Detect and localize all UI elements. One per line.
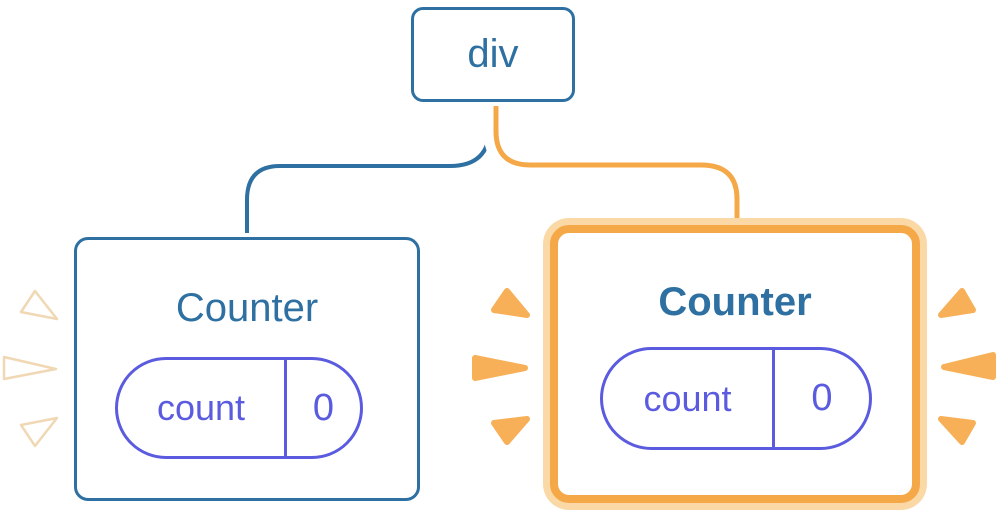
spark-icon	[941, 352, 996, 380]
root-node-label: div	[467, 32, 519, 76]
spark-burst-middle	[472, 288, 530, 445]
spark-icon	[938, 288, 976, 318]
spark-icon	[19, 416, 59, 448]
edge-root-to-right-counter	[493, 100, 740, 226]
counter-node-right-highlight-ring: Counter count 0	[543, 218, 927, 510]
spark-icon	[472, 355, 528, 381]
root-node: div	[411, 7, 575, 102]
state-pill: count 0	[115, 357, 363, 459]
state-key-cell: count	[156, 387, 246, 428]
spark-burst-right	[938, 288, 996, 445]
state-pill: count 0	[600, 347, 872, 450]
spark-icon	[491, 416, 530, 445]
state-key-cell: count	[643, 377, 732, 419]
state-value-cell: 0	[772, 350, 869, 447]
edge-root-to-left-counter	[245, 100, 492, 240]
spark-icon	[2, 355, 58, 381]
spark-burst-left	[2, 289, 59, 448]
counter-node-left: Counter count 0	[74, 237, 420, 501]
spark-icon	[938, 416, 976, 445]
counter-node-right: Counter count 0	[550, 225, 920, 503]
spark-icon	[19, 289, 59, 321]
counter-title: Counter	[658, 280, 812, 324]
counter-title: Counter	[175, 286, 319, 330]
state-value-cell: 0	[284, 360, 360, 456]
spark-icon	[491, 288, 530, 318]
